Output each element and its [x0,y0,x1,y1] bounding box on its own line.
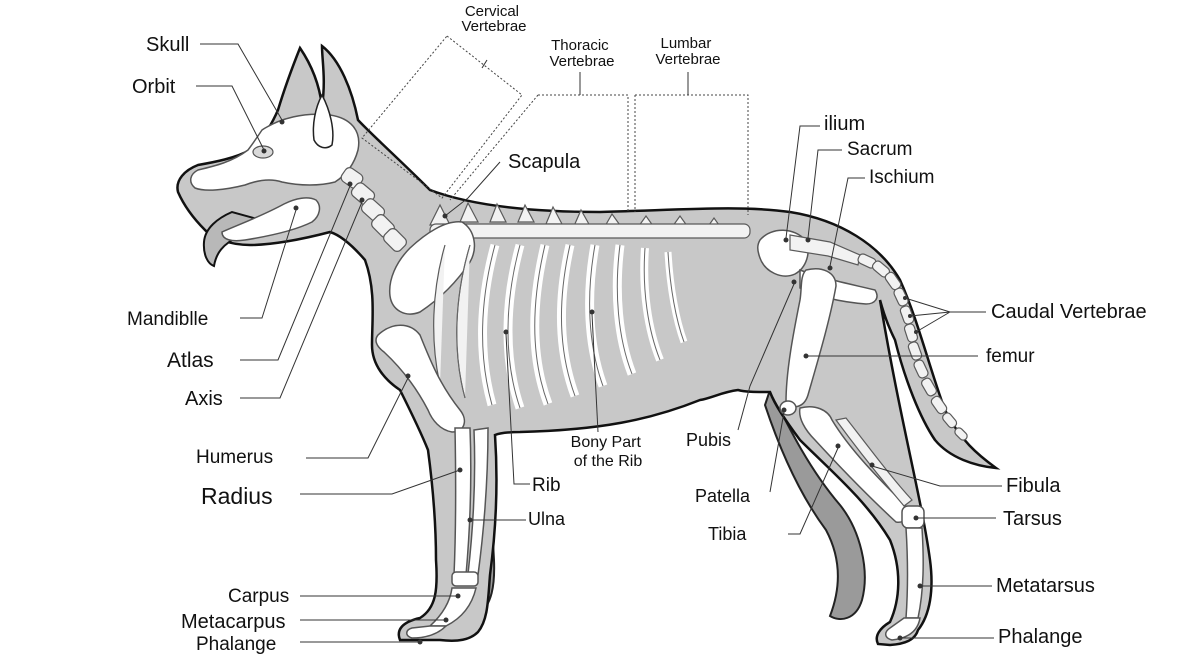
cervical-spine [340,167,407,252]
femur-bone [785,268,837,408]
label-metacarpus: Metacarpus [181,611,286,633]
label-rib: Rib [532,475,561,496]
label-tarsus: Tarsus [1003,508,1062,530]
ear-inner [312,93,334,149]
label-fibula: Fibula [1006,475,1061,497]
label-orbit: Orbit [132,76,176,98]
fibula-bone [834,417,913,507]
patella-bone [779,400,797,416]
label-caudal-vertebrae: Caudal Vertebrae [991,301,1147,323]
label-pubis: Pubis [686,430,731,450]
label-patella: Patella [695,486,751,506]
cervical-region-box [361,35,523,199]
label-ischium: Ischium [869,167,934,188]
phalange-fore-bones [406,625,448,639]
sacrum-bone [789,234,861,266]
carpus-bone [451,571,479,587]
leader-lines [196,43,1002,645]
label-phalange-fore: Phalange [196,634,276,655]
body-outline [176,43,1001,647]
label-radius: Radius [201,483,273,509]
label-cervical-vertebrae: Cervical Vertebrae [461,3,526,35]
label-axis: Axis [185,388,223,410]
label-humerus: Humerus [196,447,273,468]
label-skull: Skull [146,34,189,56]
lumbar-region-box [634,94,749,215]
scapula-bone [388,221,476,315]
label-mandible: Mandiblle [127,309,208,330]
label-lumbar-vertebrae: Lumbar Vertebrae [655,35,720,68]
tarsus-bone [901,505,925,529]
label-scapula: Scapula [508,151,581,173]
metatarsus-bones [905,527,924,619]
labels: Skull Orbit Cervical Vertebrae Thoracic … [127,3,1147,655]
dorsal-spine [429,201,751,239]
label-carpus: Carpus [228,586,289,607]
label-tibia: Tibia [708,524,747,544]
label-bony-part-of-rib: Bony Part of the Rib [571,434,646,470]
phalange-hind-bones [885,617,921,641]
label-phalange-hind: Phalange [998,626,1083,648]
caudal-spine [857,253,968,441]
label-thoracic-vertebrae: Thoracic Vertebrae [549,37,614,70]
rib-cage [433,243,688,410]
label-metatarsus: Metatarsus [996,575,1095,597]
skull-bone [190,113,360,191]
far-hindleg [763,387,866,620]
thoracic-region-box [449,94,629,212]
vertebrae-region-markers [361,35,749,215]
label-femur: femur [986,346,1035,367]
label-atlas: Atlas [167,349,214,372]
radius-ulna-bones [453,427,472,576]
humerus-bone [375,324,466,433]
label-sacrum: Sacrum [847,139,912,160]
label-ulna: Ulna [528,509,566,529]
label-ilium: ilium [824,113,865,135]
skeleton [190,93,968,641]
